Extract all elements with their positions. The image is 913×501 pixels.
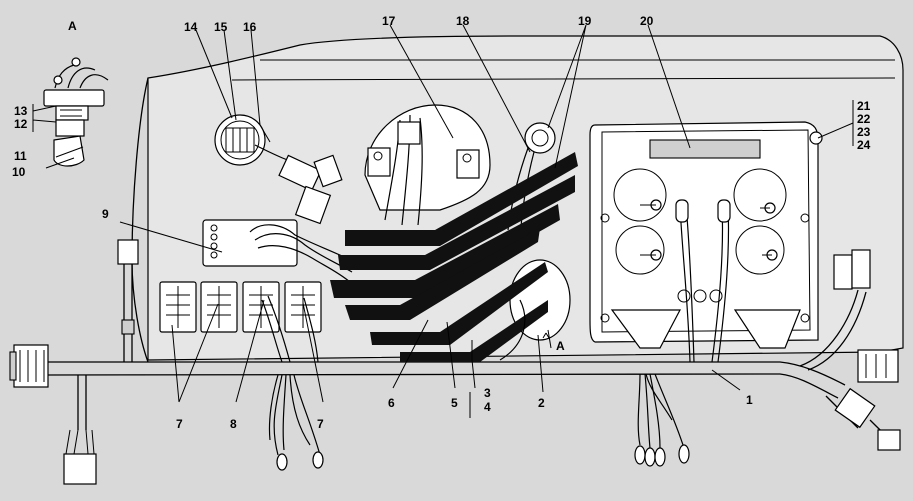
- bottom-left-connector: [63, 453, 97, 485]
- callout-7-right: 7: [317, 417, 324, 431]
- view-a-arrow-label: A: [556, 339, 565, 353]
- callout-18: 18: [456, 14, 470, 28]
- right-upper-connector-b: [851, 249, 871, 289]
- callout-21: 21: [857, 99, 871, 113]
- callout-16: 16: [243, 20, 257, 34]
- chevron-brand-graphic: [330, 152, 578, 362]
- callout-12: 12: [14, 117, 28, 131]
- wire-bundle-left: [268, 374, 324, 471]
- callout-6: 6: [388, 396, 395, 410]
- callout-4: 4: [484, 400, 491, 414]
- callout-2: 2: [538, 396, 545, 410]
- riser-connector: [117, 239, 139, 265]
- round-socket-gauge: [214, 114, 343, 225]
- view-a-title: A: [68, 19, 77, 33]
- callout-8: 8: [230, 417, 237, 431]
- callout-1: 1: [746, 393, 753, 407]
- callout-22: 22: [857, 112, 871, 126]
- round-gauges-centre: [364, 104, 571, 341]
- callout-23: 23: [857, 125, 871, 139]
- right-lower-connector: [834, 387, 876, 429]
- wire-bundle-right: [634, 373, 690, 467]
- callout-20: 20: [640, 14, 654, 28]
- leader-lines: [32, 24, 854, 418]
- callout-19: 19: [578, 14, 592, 28]
- cluster-mount-screw: [809, 131, 823, 145]
- callout-14: 14: [184, 20, 198, 34]
- callout-7-left: 7: [176, 417, 183, 431]
- callout-13: 13: [14, 104, 28, 118]
- callout-labels: A A 1 2 3 4 5 6 7 7 8 9 10 11 12 13 14 1…: [12, 14, 871, 431]
- callout-17: 17: [382, 14, 396, 28]
- callout-15: 15: [214, 20, 228, 34]
- callout-5: 5: [451, 396, 458, 410]
- right-upper-connector-a: [833, 254, 853, 290]
- callout-10: 10: [12, 165, 26, 179]
- callout-24: 24: [857, 138, 871, 152]
- callout-3: 3: [484, 386, 491, 400]
- instrument-cluster: [589, 121, 823, 363]
- main-harness: [9, 239, 901, 485]
- harness-left-connector: [13, 344, 49, 388]
- warning-lamp-block: [202, 219, 356, 283]
- rocker-switch-row: [159, 281, 322, 363]
- right-mid-connector: [857, 349, 899, 383]
- cluster-display: [649, 139, 761, 159]
- view-a-inset: [43, 57, 109, 167]
- callout-9: 9: [102, 207, 109, 221]
- callout-11: 11: [14, 149, 27, 163]
